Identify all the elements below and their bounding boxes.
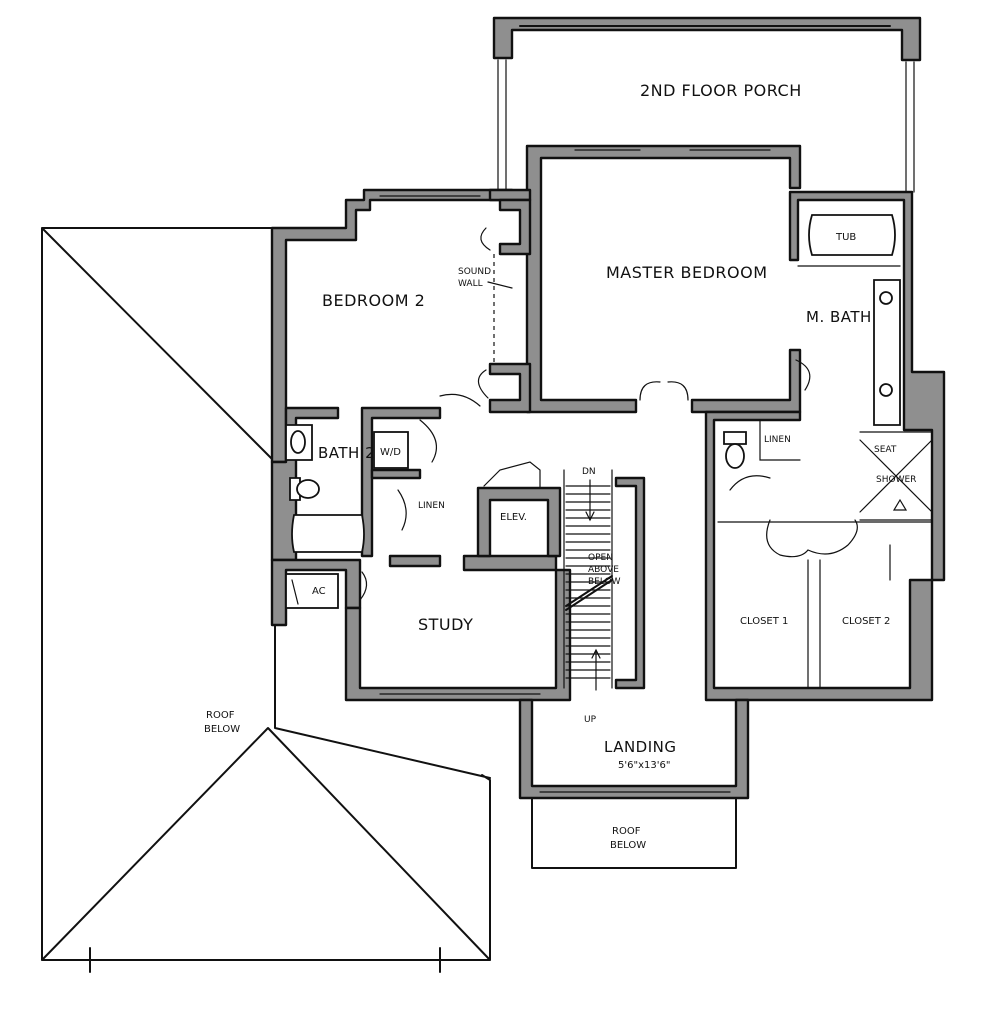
wd-label: W/D	[380, 447, 401, 458]
bath2-label: BATH 2	[318, 444, 375, 462]
ac-label: AC	[312, 586, 326, 597]
doors	[439, 227, 811, 407]
closet1-label: CLOSET 1	[740, 616, 788, 627]
porch-label: 2ND FLOOR PORCH	[640, 81, 802, 100]
linen-left-label: LINEN	[418, 501, 445, 511]
sound-wall-label-1: SOUND	[458, 267, 491, 277]
toilet-bath2-fixture	[289, 477, 301, 501]
linen-right-label: LINEN	[764, 435, 791, 445]
roof-below-left-label-2: BELOW	[204, 724, 240, 735]
tub-bath2-fixture	[291, 514, 365, 553]
master-bedroom-label: MASTER BEDROOM	[606, 263, 768, 282]
roof-below-bottom-label-2: BELOW	[610, 840, 646, 851]
roof-below-left-label-1: ROOF	[206, 710, 235, 721]
mbath-label: M. BATH	[806, 308, 872, 326]
stair-dn-label: DN	[582, 467, 596, 477]
elevator-walls	[476, 461, 562, 558]
roof-below-bottom-label-1: ROOF	[612, 826, 641, 837]
stair-treads	[565, 485, 611, 679]
elevator-label: ELEV.	[500, 512, 527, 523]
closet2-label: CLOSET 2	[842, 616, 890, 627]
bath2-walls	[270, 406, 442, 627]
landing-dims-label: 5'6"x13'6"	[618, 760, 670, 771]
open-above-label-1: OPEN	[588, 553, 613, 563]
landing-label: LANDING	[604, 738, 677, 756]
toilet-right-fixture	[723, 431, 747, 445]
right-wing-walls	[704, 190, 946, 702]
shower-label: SHOWER	[876, 475, 916, 485]
study-label: STUDY	[418, 615, 473, 634]
sound-wall-label-2: WALL	[458, 279, 483, 289]
study-walls	[344, 554, 572, 702]
roof-below-left	[41, 227, 491, 973]
open-above-label-2: ABOVE	[588, 565, 619, 575]
stair-up-label: UP	[584, 715, 597, 725]
tub-right-fixture	[808, 214, 896, 256]
washer-dryer-box	[373, 431, 409, 469]
landing-walls	[518, 698, 750, 869]
master-bedroom-walls	[525, 144, 802, 414]
bedroom2-walls	[270, 188, 532, 464]
open-above-label-3: BELOW	[588, 577, 621, 587]
stairs	[563, 469, 646, 691]
porch-outline	[492, 16, 922, 193]
tub-label: TUB	[835, 232, 856, 243]
seat-label: SEAT	[874, 445, 897, 455]
bedroom2-label: BEDROOM 2	[322, 291, 425, 310]
